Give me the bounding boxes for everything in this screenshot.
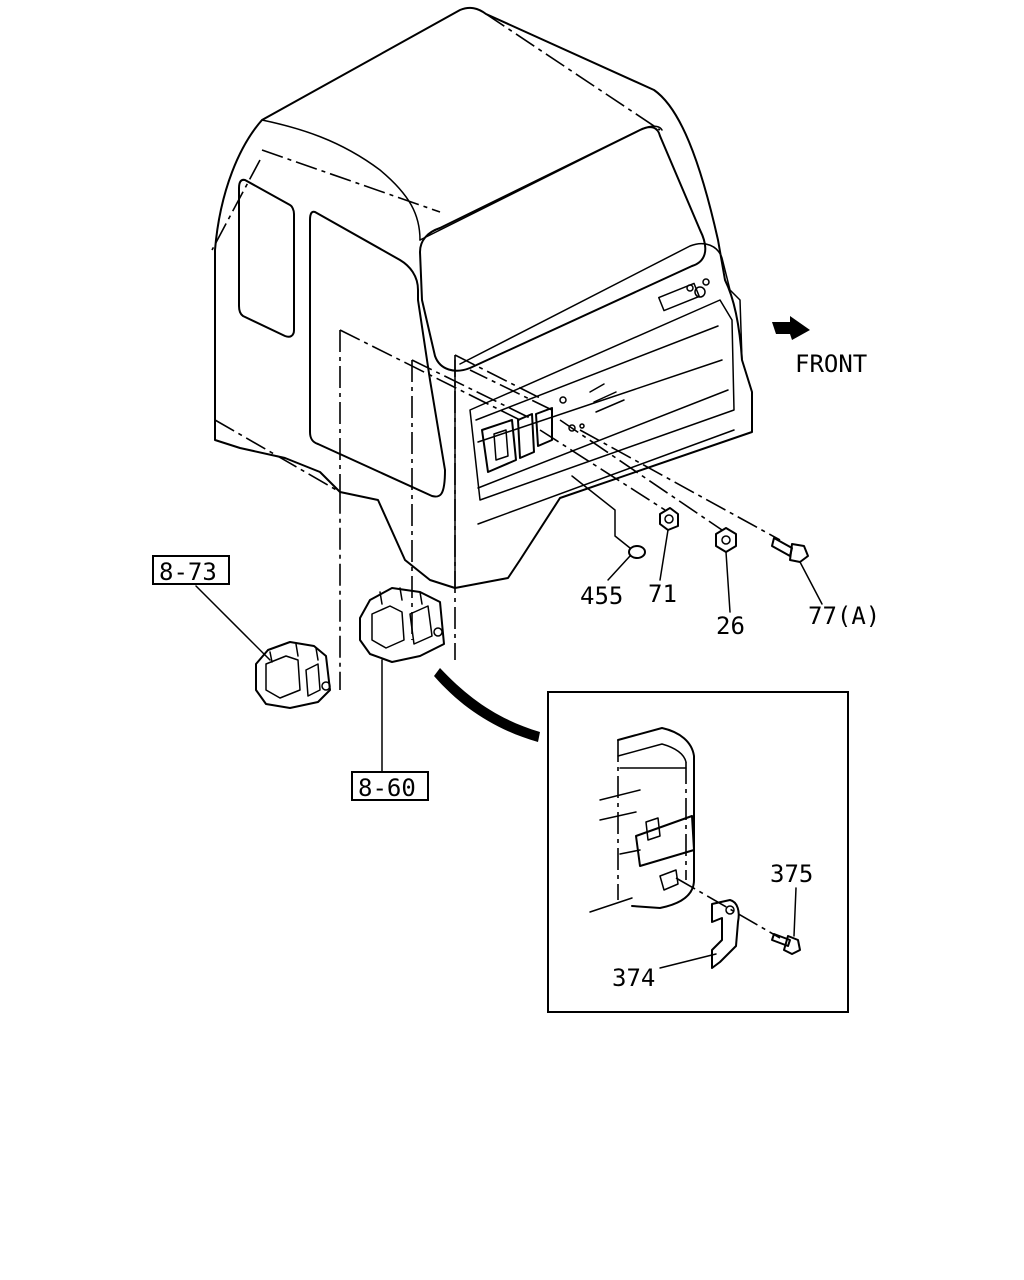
part-77a-label[interactable]: 77(A)	[808, 602, 880, 630]
leader-455	[607, 555, 631, 581]
part-374-label[interactable]: 374	[612, 964, 655, 992]
leader-374	[659, 953, 717, 969]
detail-view	[547, 691, 849, 1013]
detail-frame	[547, 691, 849, 1013]
part-455-label[interactable]: 455	[580, 582, 623, 610]
part-375-label[interactable]: 375	[770, 860, 813, 888]
ref-860-box	[351, 771, 429, 801]
leader-71	[659, 529, 669, 581]
ref-873-box	[152, 555, 230, 585]
ref-873-label[interactable]: 8-73	[159, 558, 217, 586]
fasteners	[571, 475, 809, 563]
nut-71-icon	[659, 507, 679, 531]
plug-455-icon	[628, 545, 646, 559]
part-71-label[interactable]: 71	[648, 580, 677, 608]
front-label: FRONT	[795, 350, 867, 378]
assembly-lines	[211, 13, 781, 690]
front-arrow-icon	[772, 316, 810, 340]
leader-26	[725, 551, 731, 613]
nut-26-icon	[715, 527, 737, 553]
assembly-860-icon	[359, 587, 445, 663]
leader-77a	[799, 561, 823, 605]
bracket-374-icon	[711, 899, 740, 969]
part-26-label[interactable]: 26	[716, 612, 745, 640]
leader-375	[793, 887, 797, 937]
bolt-77a-icon	[771, 537, 809, 563]
leader-873	[195, 585, 271, 661]
cab-body	[214, 6, 753, 589]
detail-callout-arrow	[434, 668, 540, 742]
ref-860-label[interactable]: 8-60	[358, 774, 416, 802]
assembly-873-icon	[255, 641, 331, 709]
screw-375-icon	[771, 933, 801, 955]
